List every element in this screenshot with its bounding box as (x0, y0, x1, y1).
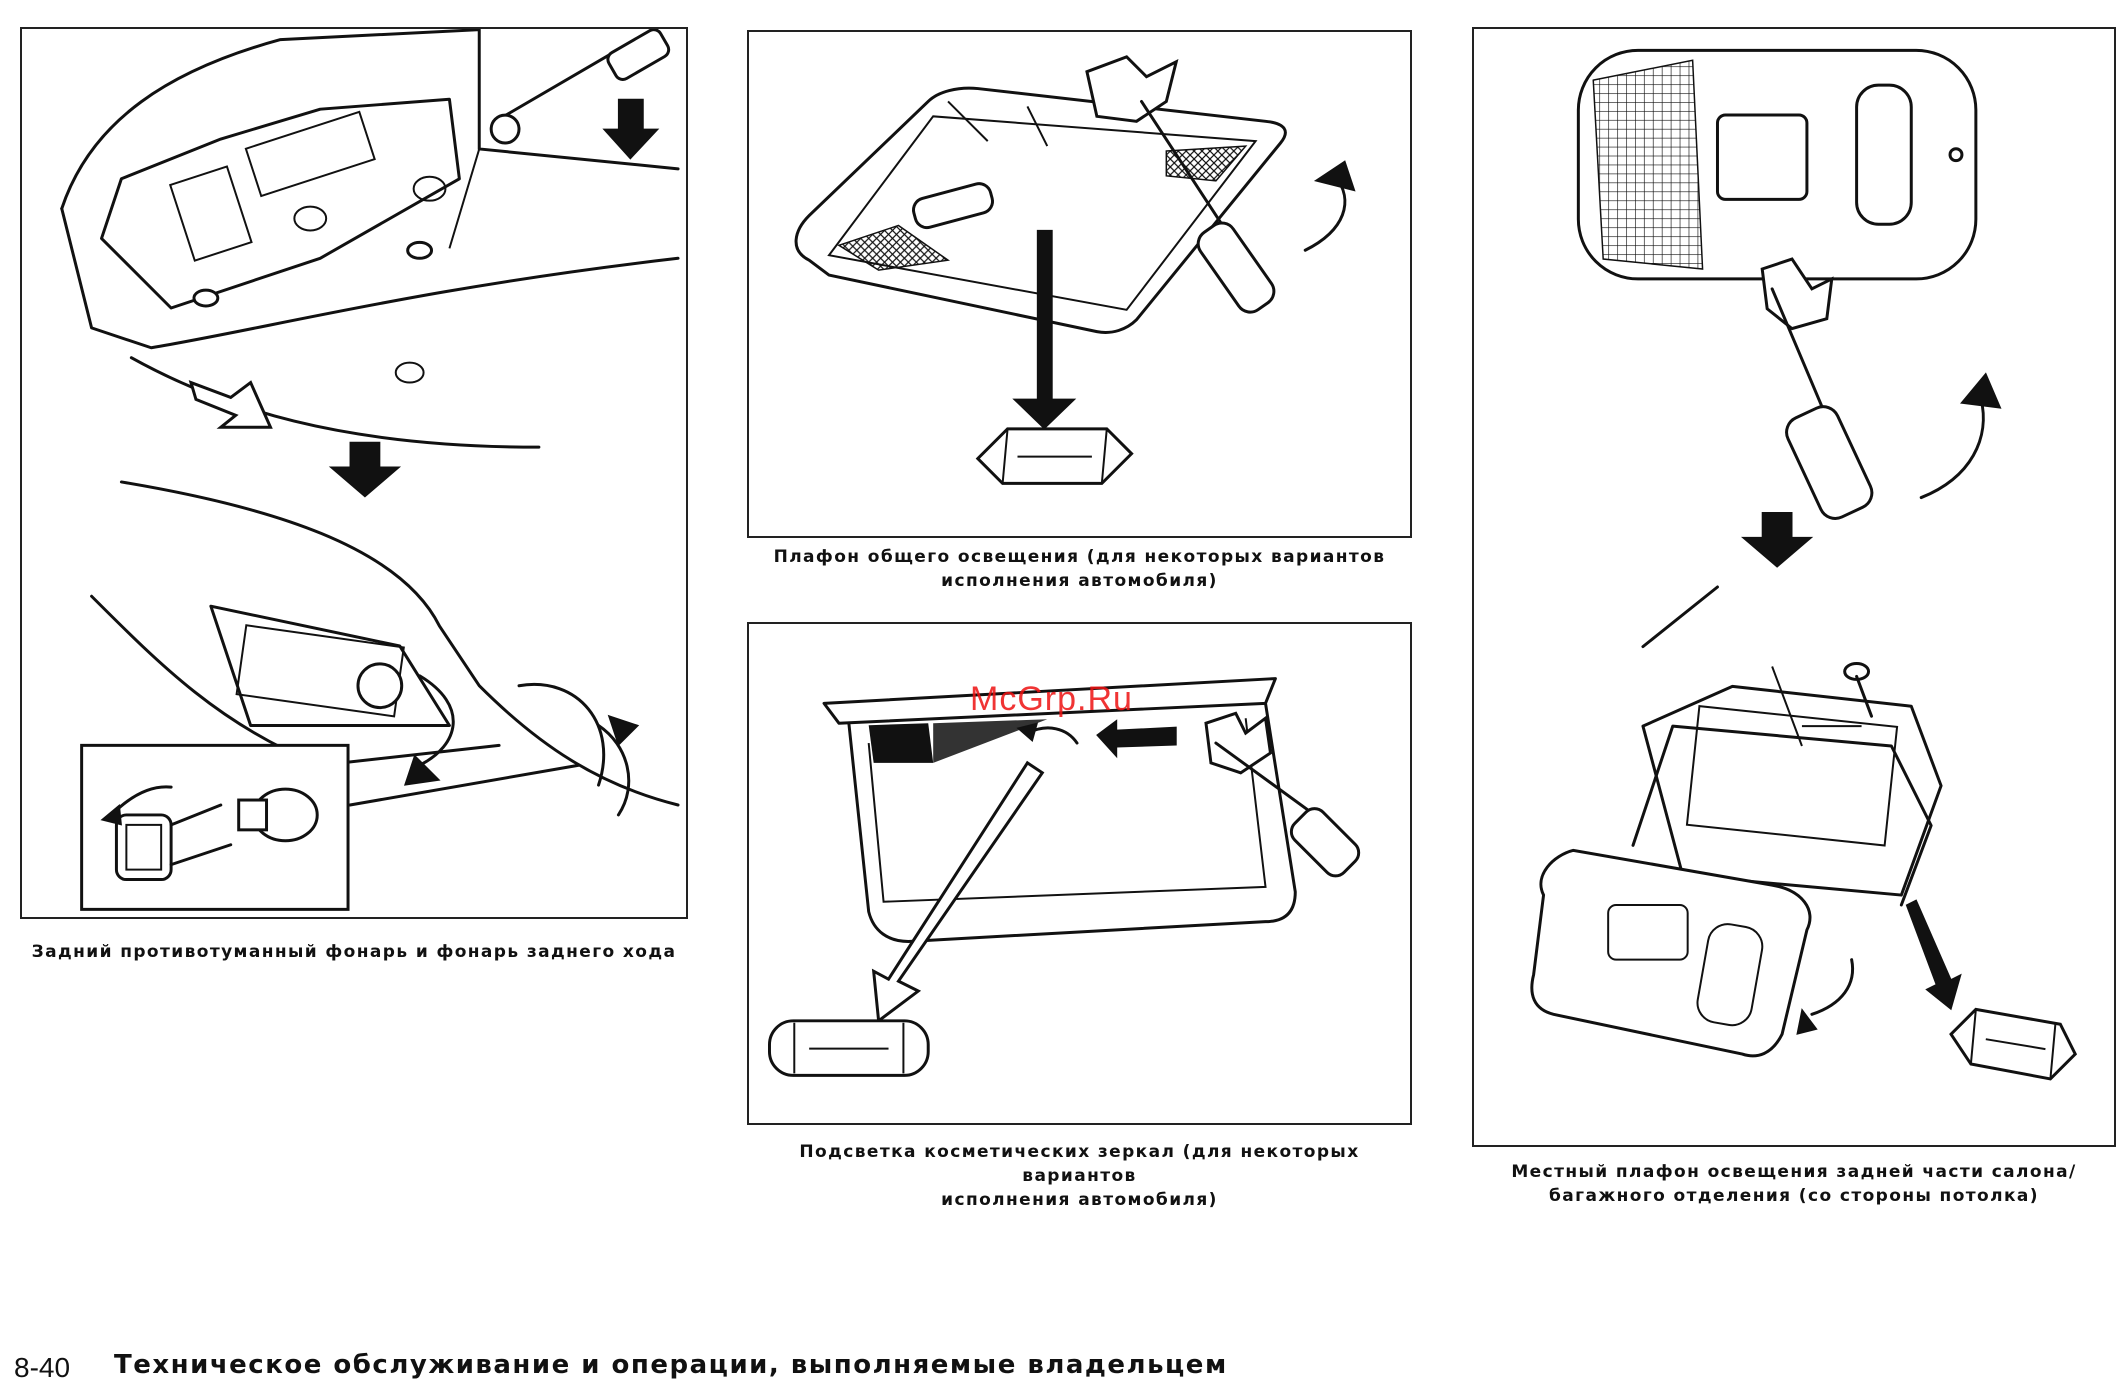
rotate-arrow-icon (517, 682, 606, 787)
page-footer-title: Техническое обслуживание и операции, вып… (114, 1350, 1228, 1380)
detached-lens-icon (1530, 848, 1812, 1058)
screwdriver-icon (1770, 287, 1874, 520)
cloth-icon (1760, 257, 1834, 331)
arrow-down-icon (1740, 511, 1814, 568)
tubular-bulb-icon (767, 1019, 930, 1077)
festoon-bulb-icon (1949, 1007, 2078, 1081)
screwdriver-icon (1214, 741, 1361, 878)
hollow-arrow-icon (871, 760, 1045, 1024)
figure-caption-rear-cargo: Местный плафон освещения задней части са… (1511, 1162, 2077, 1206)
cargo-lamp-illustration (1530, 48, 2078, 1081)
screw-icon (1843, 662, 1874, 718)
screwdriver-icon (489, 29, 671, 145)
hollow-arrow-icon (188, 380, 273, 429)
bulb-icon (237, 787, 319, 843)
figure-rear-fog-panel (20, 27, 688, 919)
figure-rear-cargo-panel (1472, 27, 2116, 1147)
figure-vanity-mirror-panel (747, 622, 1412, 1125)
bulb-socket-icon (114, 803, 233, 882)
arrow-down-icon (328, 441, 402, 498)
cloth-icon (1204, 711, 1273, 775)
arrow-left-icon (1096, 719, 1177, 759)
arrow-down-icon (1012, 229, 1077, 430)
screwdriver-icon (1140, 99, 1276, 314)
dome-lamp-illustration (794, 55, 1356, 485)
arrow-down-icon (1905, 899, 1962, 1011)
watermark: McGrp.Ru (970, 680, 1133, 718)
screw-hole-icon (406, 240, 434, 260)
figure-caption-general-dome: Плафон общего освещения (для некоторых в… (773, 547, 1386, 591)
figure-caption-rear-fog: Задний противотуманный фонарь и фонарь з… (31, 942, 677, 962)
figure-caption-vanity-mirror: Подсветка косметических зеркал (для неко… (799, 1142, 1360, 1210)
vanity-mirror-illustration (767, 677, 1361, 1077)
arrow-down-icon (602, 98, 660, 160)
rotate-arrow-icon (1919, 396, 1985, 500)
rotate-arrow-icon (1810, 958, 1855, 1016)
cloth-icon (1085, 55, 1179, 123)
page-number: 8-40 (14, 1352, 71, 1383)
festoon-bulb-icon (975, 427, 1134, 485)
figure-general-dome-panel (747, 30, 1412, 538)
rear-fog-illustration (60, 29, 680, 911)
